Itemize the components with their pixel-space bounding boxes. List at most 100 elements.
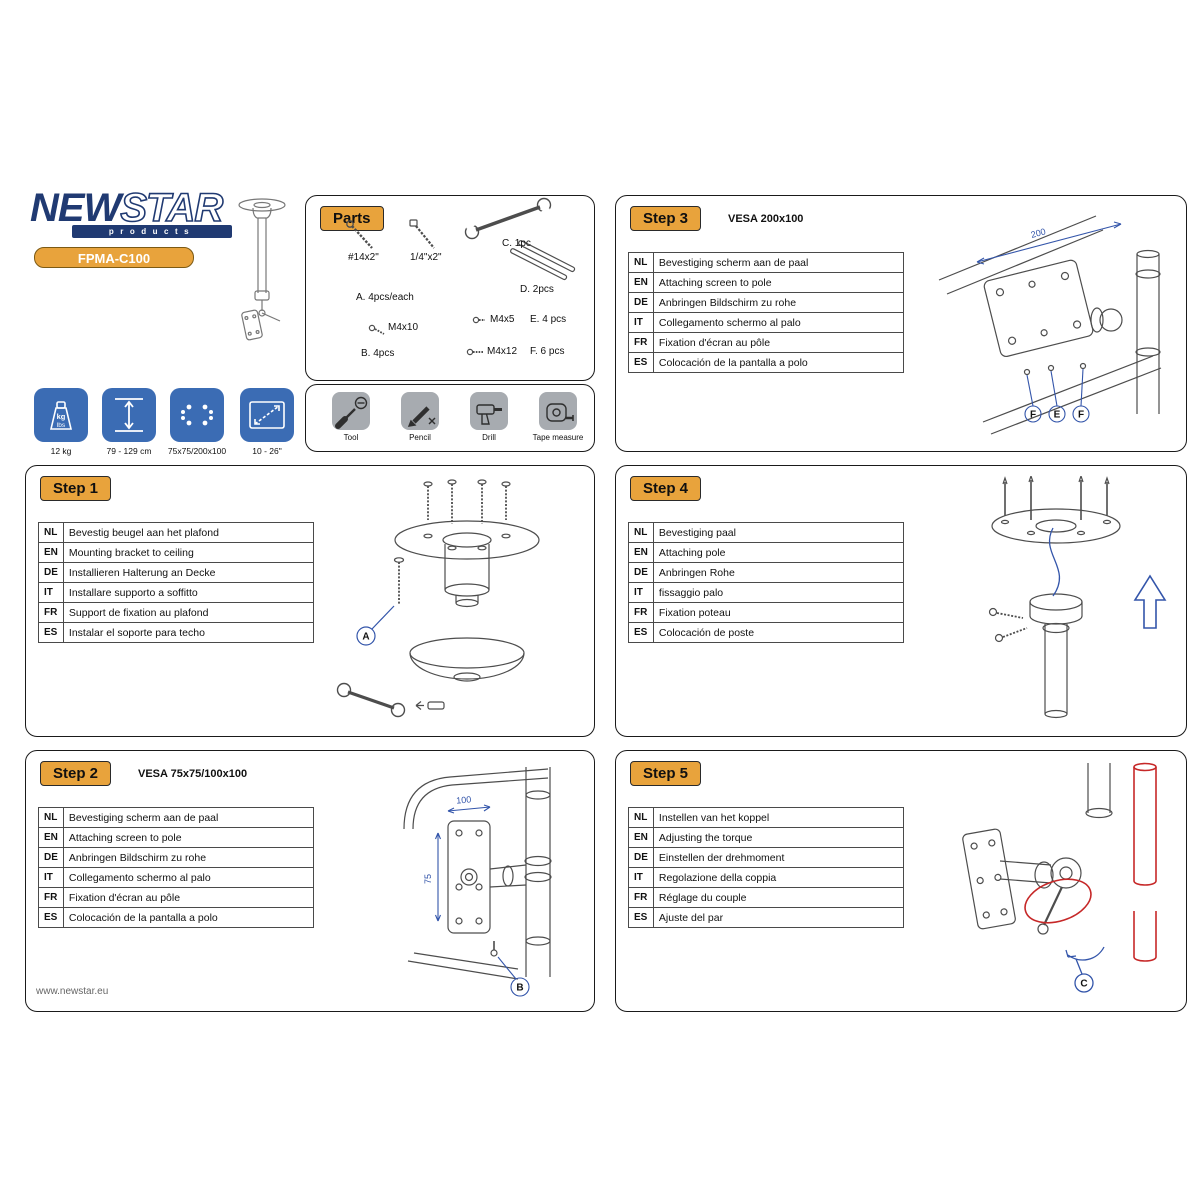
logo-products-bar: products <box>72 225 232 238</box>
lang-code: ES <box>38 907 64 928</box>
svg-text:kg: kg <box>57 412 66 421</box>
step4-badge: Step 4 <box>630 476 702 501</box>
marker-c: C <box>1080 979 1087 990</box>
lang-code: DE <box>628 562 654 583</box>
product-drawing <box>238 198 286 341</box>
max-weight-label: 12 kg <box>50 446 72 456</box>
lang-text: Attaching pole <box>652 542 904 563</box>
drill-glyph <box>476 404 502 425</box>
lang-text: Réglage du couple <box>652 887 904 908</box>
website-url: www.newstar.eu <box>36 986 109 997</box>
drill-label: Drill <box>482 433 496 442</box>
part-label-a: A. 4pcs/each <box>356 292 414 303</box>
tape-measure-glyph <box>546 403 574 422</box>
screen-size-icon <box>240 388 294 442</box>
lang-code: DE <box>628 292 654 313</box>
logo-star: STAR <box>120 186 225 230</box>
cable-line <box>1048 527 1061 597</box>
lang-text: Einstellen der drehmoment <box>652 847 904 868</box>
lang-text: Collegamento schermo al palo <box>62 867 314 888</box>
step3-badge: Step 3 <box>630 206 702 231</box>
lang-code: EN <box>38 827 64 848</box>
logo-wordmark: NEWSTAR <box>30 186 245 230</box>
dimension-75: 75 <box>423 874 433 884</box>
lang-text: Bevestiging scherm aan de paal <box>652 252 904 273</box>
lang-text: Anbringen Rohe <box>652 562 904 583</box>
part-label-f: F. 6 pcs <box>530 346 565 357</box>
step4-illustration <box>988 476 1167 719</box>
lang-text: Colocación de la pantalla a polo <box>652 352 904 373</box>
step3-illustration: 200 F E F <box>938 215 1162 435</box>
part-label-b: B. 4pcs <box>361 348 395 359</box>
height-glyph <box>115 398 143 432</box>
step2-vesa-subtitle: VESA 75x75/100x100 <box>138 768 248 780</box>
lang-code: ES <box>628 907 654 928</box>
lang-text: Installieren Halterung an Decke <box>62 562 314 583</box>
lang-text: Attaching screen to pole <box>62 827 314 848</box>
marker-a: A <box>362 632 369 643</box>
lang-text: Bevestig beugel aan het plafond <box>62 522 314 543</box>
weight-glyph: kg lbs <box>49 401 73 430</box>
screwdriver-glyph <box>335 396 368 429</box>
vesa-sizes-label: 75x75/200x100 <box>167 446 227 456</box>
lang-code: EN <box>628 542 654 563</box>
lang-code: ES <box>38 622 64 643</box>
lang-text: Attaching screen to pole <box>652 272 904 293</box>
lang-code: NL <box>628 252 654 273</box>
lang-code: FR <box>628 602 654 623</box>
lang-code: IT <box>628 312 654 333</box>
lang-code: IT <box>628 867 654 888</box>
lang-text: Anbringen Bildschirm zu rohe <box>62 847 314 868</box>
lang-code: IT <box>628 582 654 603</box>
lang-code: EN <box>38 542 64 563</box>
vesa-pattern-icon <box>170 388 224 442</box>
lang-code: DE <box>38 847 64 868</box>
part-label-m4x10: M4x10 <box>388 322 419 333</box>
logo-new: NEW <box>30 186 121 230</box>
lang-text: Colocación de la pantalla a polo <box>62 907 314 928</box>
vesa-glyph <box>181 404 213 426</box>
lang-code: NL <box>38 522 64 543</box>
parts-panel: Parts <box>305 195 595 381</box>
red-highlight <box>1024 762 1157 962</box>
lang-text: Mounting bracket to ceiling <box>62 542 314 563</box>
lang-code: NL <box>38 807 64 828</box>
tape-measure-icon <box>539 392 577 430</box>
lang-code: EN <box>628 827 654 848</box>
step1-badge: Step 1 <box>40 476 112 501</box>
lang-text: Adjusting the torque <box>652 827 904 848</box>
lang-text: Bevestiging scherm aan de paal <box>62 807 314 828</box>
height-range-label: 79 - 129 cm <box>106 446 152 456</box>
marker-b: B <box>516 983 523 994</box>
lang-text: Support de fixation au plafond <box>62 602 314 623</box>
lang-code: ES <box>628 622 654 643</box>
pencil-glyph <box>407 406 436 427</box>
parts-drawings <box>346 197 576 356</box>
parts-badge: Parts <box>320 206 384 231</box>
lang-code: EN <box>628 272 654 293</box>
step1-illustration: A <box>336 479 540 718</box>
